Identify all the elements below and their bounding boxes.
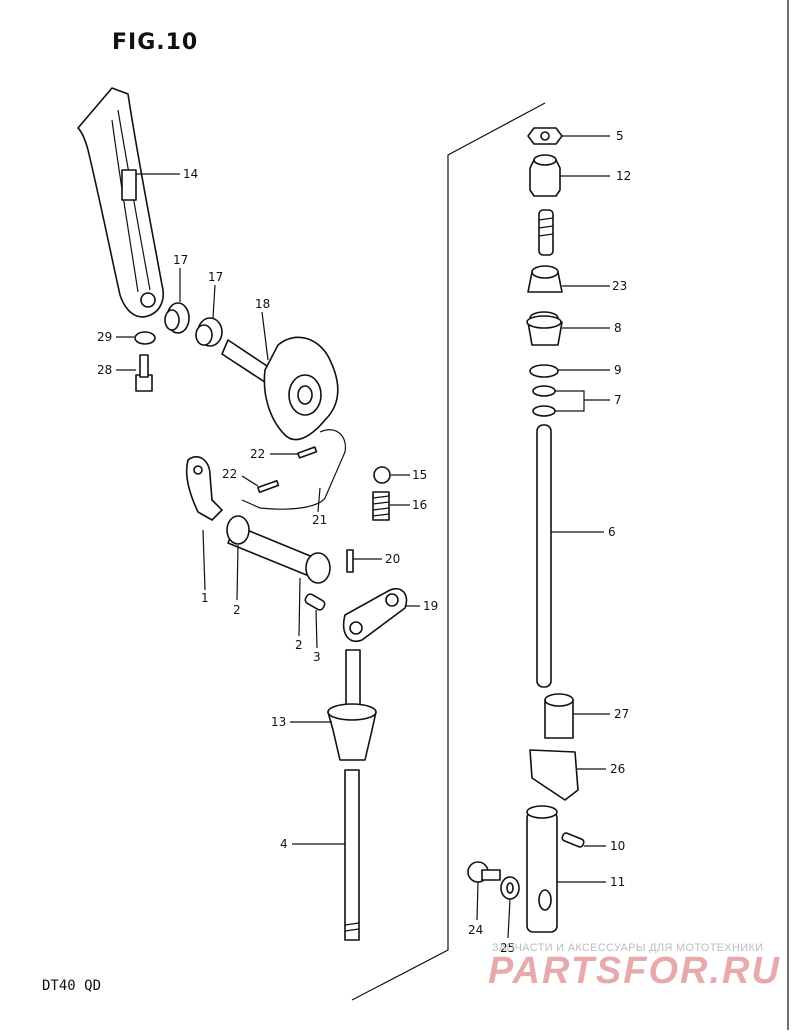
callout-16: 16 — [412, 498, 427, 512]
part-12-sleeve — [529, 154, 561, 197]
leader-2b — [298, 577, 301, 637]
callout-4: 4 — [280, 837, 288, 851]
part-21-link — [241, 429, 347, 510]
callout-2b: 2 — [295, 638, 303, 652]
boundary-line — [351, 102, 546, 1001]
callout-6: 6 — [608, 525, 616, 539]
part-8-seal — [526, 311, 563, 346]
part-27-bushing — [544, 693, 574, 739]
callout-7: 7 — [614, 393, 622, 407]
leader-1 — [202, 529, 206, 591]
part-15-ball — [373, 466, 391, 484]
callout-19: 19 — [423, 599, 438, 613]
figure-title: FIG.10 — [112, 30, 199, 55]
part-26-clip — [529, 749, 579, 801]
leader-3 — [315, 609, 318, 649]
part-7-o-ring-a — [532, 385, 556, 397]
part-2-collar-a — [226, 515, 250, 545]
part-28-bolt — [135, 354, 153, 392]
leader-18 — [261, 311, 269, 361]
part-24-screw — [467, 861, 501, 883]
leader-21 — [317, 487, 321, 513]
part-4-rod — [344, 769, 360, 941]
callout-22b: 22 — [222, 467, 237, 481]
callout-2a: 2 — [233, 603, 241, 617]
callout-11: 11 — [610, 875, 625, 889]
callout-9: 9 — [614, 363, 622, 377]
callout-12: 12 — [616, 169, 631, 183]
part-6-shaft — [536, 424, 552, 688]
part-17-bushing-b — [195, 317, 223, 347]
part-9-o-ring — [529, 364, 559, 378]
callout-28: 28 — [97, 363, 112, 377]
callout-25: 25 — [500, 941, 515, 955]
part-11-shift-rod — [526, 805, 558, 933]
watermark-tagline: ЗАПЧАСТИ И АКСЕССУАРЫ ДЛЯ МОТОТЕХНИКИ — [492, 942, 764, 954]
callout-3: 3 — [313, 650, 321, 664]
model-label: DT40 QD — [42, 978, 102, 994]
callout-17a: 17 — [173, 253, 188, 267]
part-3-pin — [304, 593, 326, 611]
threaded-stud — [538, 209, 554, 256]
part-14-shift-lever — [77, 87, 164, 318]
part-7-o-ring-b — [532, 405, 556, 417]
part-19-crank — [343, 588, 408, 642]
leader-2a — [236, 544, 239, 601]
part-17-bushing-a — [164, 302, 190, 334]
part-16-spring — [372, 491, 390, 521]
leader-22b — [241, 475, 259, 487]
callout-21: 21 — [312, 513, 327, 527]
leader-7-bracket — [555, 390, 585, 412]
leader-24 — [476, 881, 479, 921]
callout-22a: 22 — [250, 447, 265, 461]
watermark-logo: PARTSFOR.RU — [488, 950, 781, 992]
callout-26: 26 — [610, 762, 625, 776]
part-22-pin-a — [297, 446, 318, 459]
callout-15: 15 — [412, 468, 427, 482]
callout-29: 29 — [97, 330, 112, 344]
part-23-cap — [527, 265, 563, 293]
callout-14: 14 — [183, 167, 198, 181]
part-13-grommet — [327, 649, 377, 761]
part-2-collar-b — [305, 552, 331, 584]
part-29-washer — [134, 331, 156, 345]
callout-1: 1 — [201, 591, 209, 605]
callout-23: 23 — [612, 279, 627, 293]
part-1-bracket — [185, 456, 223, 521]
callout-13: 13 — [271, 715, 286, 729]
part-25-washer — [500, 876, 520, 900]
callout-10: 10 — [610, 839, 625, 853]
callout-17b: 17 — [208, 270, 223, 284]
callout-20: 20 — [385, 552, 400, 566]
part-22-pin-b — [257, 479, 280, 494]
part-20-pin — [346, 549, 354, 573]
callout-5: 5 — [616, 129, 624, 143]
leader-17b — [212, 284, 216, 319]
callout-27: 27 — [614, 707, 629, 721]
callout-8: 8 — [614, 321, 622, 335]
callout-24: 24 — [468, 923, 483, 937]
part-10-pin — [561, 832, 585, 848]
callout-18: 18 — [255, 297, 270, 311]
part-5-nut — [527, 127, 563, 145]
part-18-shift-arm — [221, 336, 339, 441]
leader-25 — [507, 898, 511, 939]
